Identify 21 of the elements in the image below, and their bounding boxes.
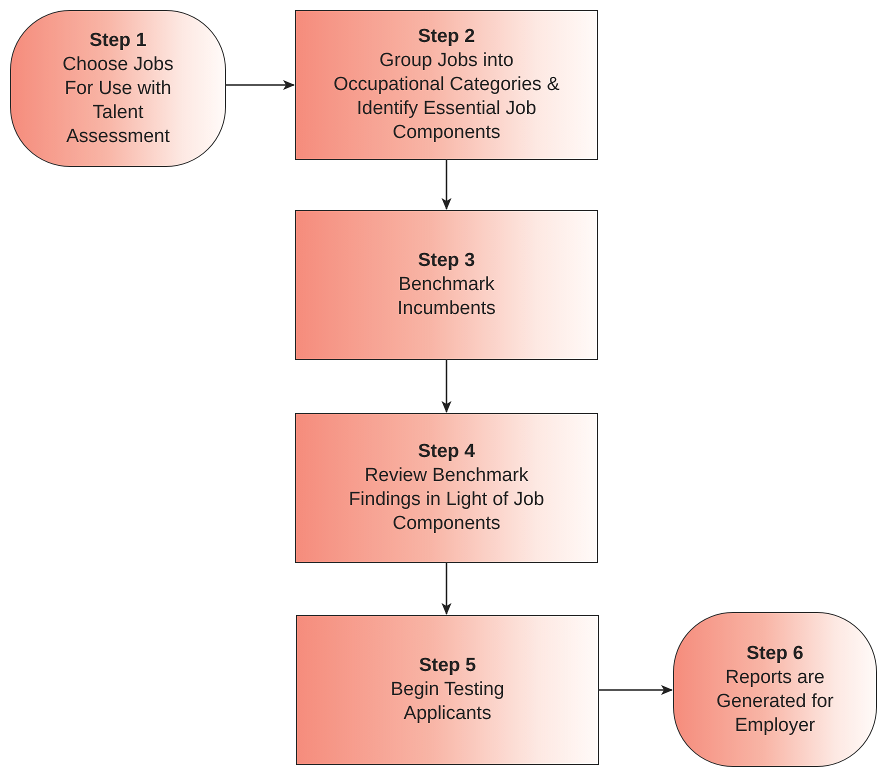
process-box [295,10,598,160]
step-text: Review Benchmark Findings in Light of Job Components [348,464,546,536]
step-text: Reports are Generated for Employer [715,666,835,738]
process-box [296,615,599,765]
arrow [442,160,452,210]
step-text: Begin Testing Applicants [390,678,506,726]
step-heading: Step 3 [418,249,476,273]
step-text: Choose Jobs For Use with Talent Assessment [62,52,174,148]
arrow [599,685,673,695]
step-text: Group Jobs into Occupational Categories & Identify Essential Job Components [332,49,560,145]
arrow [226,80,295,90]
arrow [442,360,452,413]
step-text: Benchmark Incumbents [396,273,497,321]
step-heading: Step 4 [418,440,476,464]
arrow [442,563,452,615]
step-heading: Step 5 [418,654,476,678]
step-heading: Step 6 [746,642,804,666]
step-heading: Step 2 [418,25,476,49]
process-box [295,413,598,563]
process-box [295,210,598,360]
step-heading: Step 1 [89,28,147,52]
